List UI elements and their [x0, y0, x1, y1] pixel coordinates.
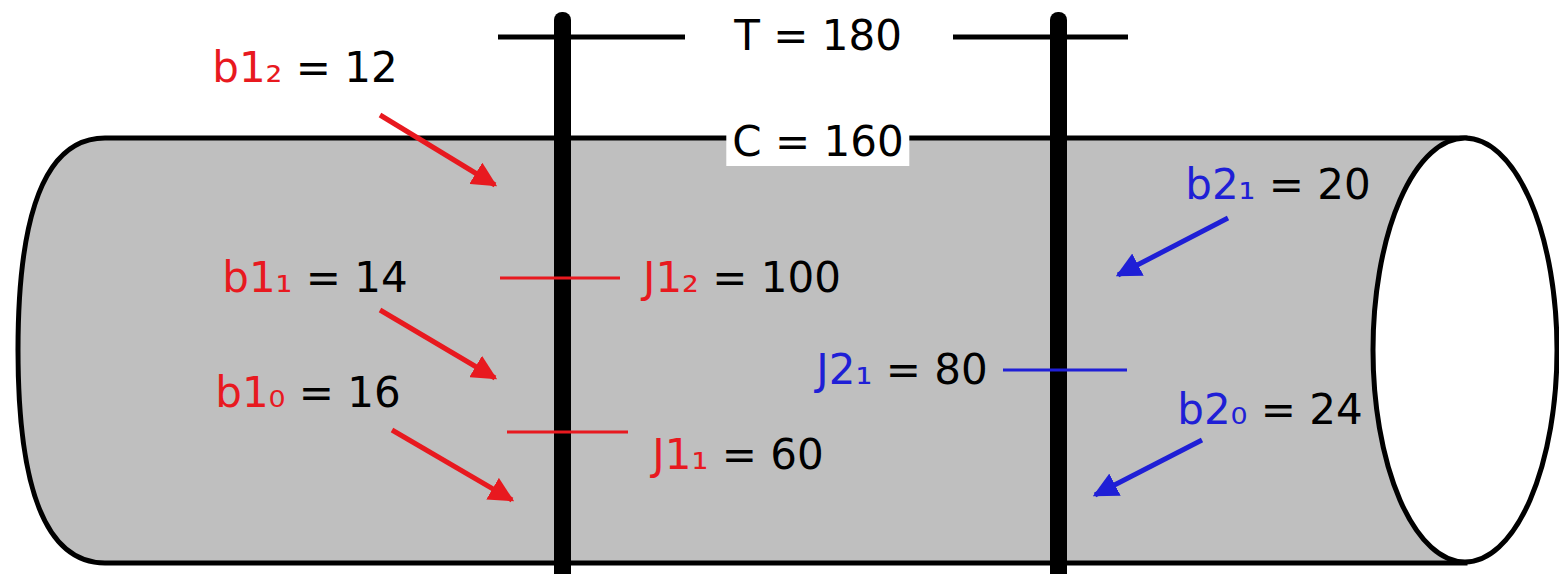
value-part: = 16: [285, 368, 400, 417]
symbol-part: J1₂: [643, 253, 699, 302]
cylinder-end: [1373, 138, 1557, 562]
symbol-part: b2₀: [1177, 385, 1247, 434]
quantity-label: T = 180: [734, 15, 902, 57]
symbol-part: b1₂: [212, 43, 282, 92]
symbol-part: b1₀: [215, 368, 285, 417]
leader-arrow: [1095, 440, 1202, 495]
quantity-label: C = 160: [726, 118, 909, 166]
quantity-label: J1₁ = 60: [652, 434, 823, 476]
leader-arrow: [1118, 218, 1228, 275]
symbol-part: J2₁: [816, 345, 872, 394]
value-part: = 100: [699, 253, 841, 302]
quantity-label: b1₁ = 14: [222, 257, 408, 299]
quantity-label: J2₁ = 80: [816, 349, 987, 391]
dimension-line: [498, 35, 685, 40]
quantity-label: b1₀ = 16: [215, 372, 401, 414]
section-bar: [1050, 12, 1067, 574]
leader-arrow: [392, 430, 512, 500]
cylinder-body: [18, 138, 1465, 563]
quantity-label: b1₂ = 12: [212, 47, 398, 89]
symbol-part: b1₁: [222, 253, 292, 302]
dimension-line: [953, 35, 1128, 40]
quantity-label: b2₁ = 20: [1185, 164, 1371, 206]
symbol-part: b2₁: [1185, 160, 1255, 209]
leader-arrow: [380, 115, 495, 185]
leader-arrow: [380, 310, 495, 378]
value-part: = 14: [292, 253, 407, 302]
level-tick: [507, 431, 628, 434]
value-part: = 60: [708, 430, 823, 479]
section-bar: [554, 12, 571, 574]
level-tick: [1003, 369, 1127, 372]
quantity-label: J1₂ = 100: [643, 257, 841, 299]
value-part: = 24: [1247, 385, 1362, 434]
symbol-part: J1₁: [652, 430, 708, 479]
level-tick: [500, 277, 620, 280]
value-part: = 80: [872, 345, 987, 394]
quantity-label: b2₀ = 24: [1177, 389, 1363, 431]
value-part: = 20: [1255, 160, 1370, 209]
value-part: = 12: [282, 43, 397, 92]
